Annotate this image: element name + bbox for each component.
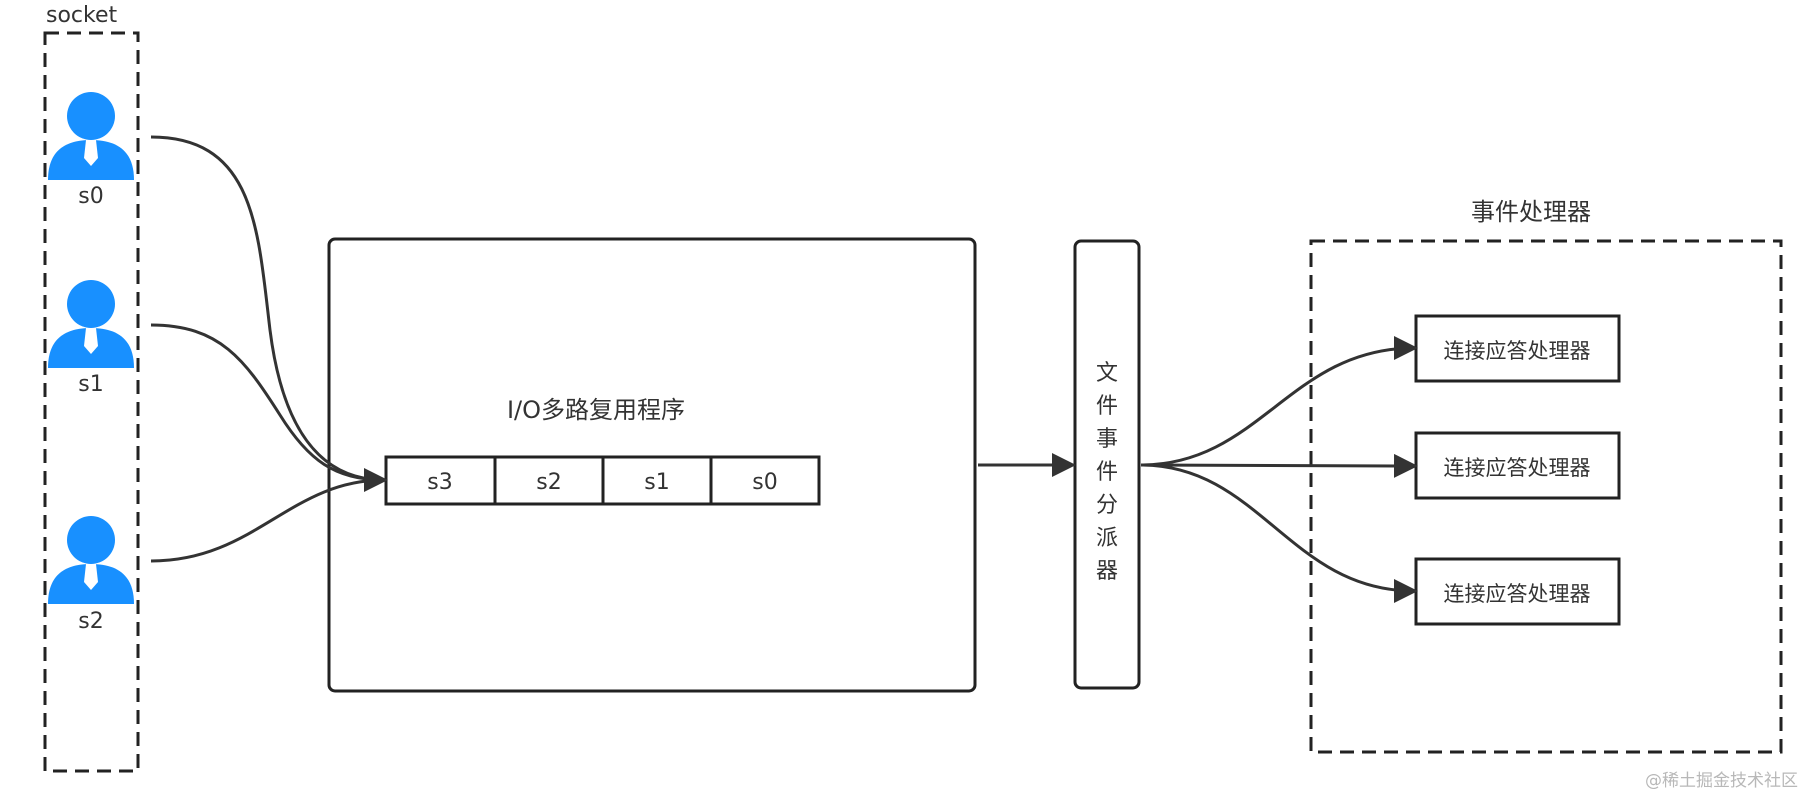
queue-cell-label: s0 xyxy=(752,470,777,495)
queue-cell xyxy=(601,455,713,506)
dispatcher-char: 分 xyxy=(1096,493,1118,518)
handler-label: 连接应答处理器 xyxy=(1444,456,1591,480)
dispatcher-char: 事 xyxy=(1096,427,1118,452)
socket-group-box xyxy=(43,31,140,773)
arrow-dispatcher-to-handler-3 xyxy=(1140,463,1418,603)
queue-cell-label: s1 xyxy=(644,470,669,495)
handler-box xyxy=(1414,431,1621,500)
user-icon xyxy=(48,280,134,368)
queue-cell-label: s3 xyxy=(427,470,452,495)
handler-label: 连接应答处理器 xyxy=(1444,582,1591,606)
arrow-s0-to-queue xyxy=(150,135,385,482)
dispatcher-char: 文 xyxy=(1096,361,1118,386)
dispatcher-char: 派 xyxy=(1096,526,1118,551)
dispatcher-char: 器 xyxy=(1096,559,1118,584)
user-label-s2: s2 xyxy=(78,609,103,634)
user-icon xyxy=(48,92,134,180)
queue-cell xyxy=(384,455,497,506)
user-label-s1: s1 xyxy=(78,372,103,397)
dispatcher-char: 件 xyxy=(1096,460,1118,485)
user-icon xyxy=(48,516,134,604)
arrow-dispatcher-to-handler-2 xyxy=(1140,453,1418,478)
dispatcher-label: 文 件 事 件 分 派 器 xyxy=(1096,361,1118,584)
queue-cell-label: s2 xyxy=(536,470,561,495)
socket-group-label: socket xyxy=(46,3,118,28)
queue-cell xyxy=(493,455,605,506)
arrow-s1-to-queue xyxy=(150,323,385,482)
handlers-group-box xyxy=(1309,239,1783,754)
arrow-s2-to-queue xyxy=(150,468,388,563)
handler-box xyxy=(1414,314,1621,383)
handler-label: 连接应答处理器 xyxy=(1444,339,1591,363)
user-label-s0: s0 xyxy=(78,184,103,209)
arrow-dispatcher-to-handler-1 xyxy=(1140,336,1418,467)
dispatcher-char: 件 xyxy=(1096,394,1118,419)
multiplexer-title: I/O多路复用程序 xyxy=(507,396,685,424)
watermark-text: @稀土掘金技术社区 xyxy=(1645,771,1798,791)
queue-cell xyxy=(709,455,821,506)
handlers-title: 事件处理器 xyxy=(1471,198,1591,226)
socket-queue: s3 s2 s1 s0 xyxy=(384,455,821,506)
